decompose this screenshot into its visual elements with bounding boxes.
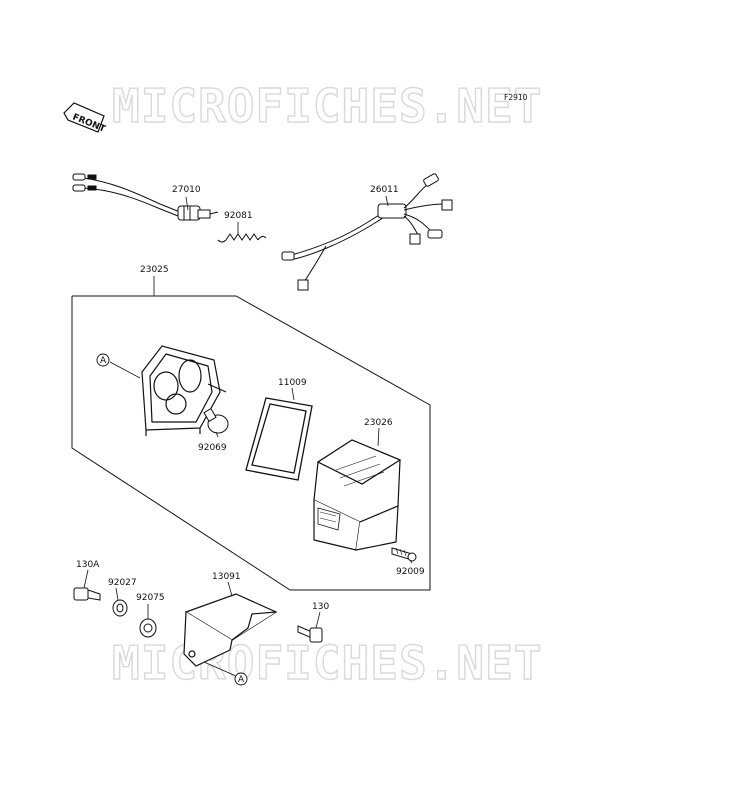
collar-92027 xyxy=(112,599,128,617)
assembly-outline-23025 xyxy=(71,295,431,591)
bulb-92069 xyxy=(203,407,229,434)
watermark-bottom: MICROFICHES.NET xyxy=(112,636,542,690)
lens-23026 xyxy=(313,439,402,551)
grommet-92075 xyxy=(139,618,157,638)
bolt-130 xyxy=(297,625,323,643)
label-26011: 26011 xyxy=(370,185,399,195)
ref-marker-a-bottom-label: A xyxy=(238,675,245,685)
spring-92081 xyxy=(217,233,267,243)
watermark-top: MICROFICHES.NET xyxy=(112,79,542,133)
label-92081: 92081 xyxy=(224,211,253,221)
label-23026: 23026 xyxy=(364,418,393,428)
front-arrow-icon: FRONT xyxy=(63,102,107,135)
label-23025: 23025 xyxy=(140,265,169,275)
figure-code: F2910 xyxy=(504,93,528,102)
label-11009: 11009 xyxy=(278,378,307,388)
lamp-base xyxy=(141,345,227,436)
leader-lines xyxy=(83,195,413,677)
bolt-130a xyxy=(73,587,101,601)
ref-marker-a-top-label: A xyxy=(100,356,107,366)
label-130a: 130A xyxy=(76,560,100,570)
wiring-harness-26011 xyxy=(281,173,453,291)
label-27010: 27010 xyxy=(172,185,201,195)
label-92069: 92069 xyxy=(198,443,227,453)
switch-assembly-27010 xyxy=(72,173,219,221)
label-130: 130 xyxy=(312,602,329,612)
label-92027: 92027 xyxy=(108,578,137,588)
ref-marker-a-bottom: A xyxy=(234,672,248,686)
label-13091: 13091 xyxy=(212,572,241,582)
label-92009: 92009 xyxy=(396,567,425,577)
ref-marker-a-top: A xyxy=(96,353,110,367)
label-92075: 92075 xyxy=(136,593,165,603)
gasket-11009 xyxy=(245,397,313,481)
screw-92009 xyxy=(391,547,417,562)
bracket-13091 xyxy=(183,593,278,667)
